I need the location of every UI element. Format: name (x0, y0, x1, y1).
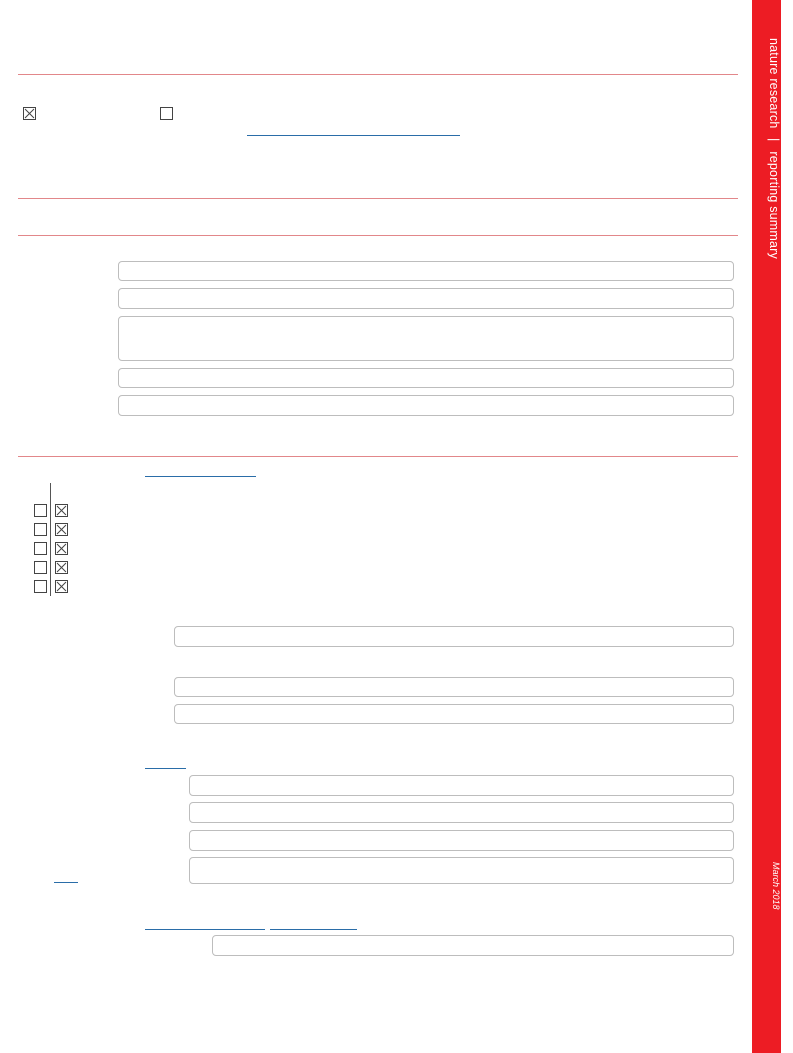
matrix-checkbox-right-1[interactable] (55, 504, 68, 517)
matrix-checkbox-left-1[interactable] (34, 504, 47, 517)
check-x-icon (56, 543, 67, 554)
top-link[interactable] (247, 135, 460, 136)
section-rule-3 (18, 235, 738, 236)
check-x-icon (56, 505, 67, 516)
matrix-checkbox-right-3[interactable] (55, 542, 68, 555)
matrix-checkbox-left-5[interactable] (34, 580, 47, 593)
top-checkbox-2[interactable] (160, 107, 173, 120)
text-field-1[interactable] (118, 261, 734, 281)
check-x-icon (56, 562, 67, 573)
top-checkbox-1[interactable] (23, 107, 36, 120)
section-link-2[interactable] (145, 768, 186, 769)
matrix-checkbox-left-3[interactable] (34, 542, 47, 555)
matrix-checkbox-right-2[interactable] (55, 523, 68, 536)
side-bar: nature research | reporting summary Marc… (752, 0, 781, 1053)
matrix-checkbox-right-4[interactable] (55, 561, 68, 574)
text-field-11[interactable] (189, 830, 734, 851)
text-field-9[interactable] (189, 775, 734, 796)
section-link-1[interactable] (145, 476, 256, 477)
check-x-icon (56, 581, 67, 592)
brand-label: nature research | reporting summary (752, 0, 781, 300)
text-area-12[interactable] (189, 857, 734, 884)
matrix-checkbox-right-5[interactable] (55, 580, 68, 593)
text-field-13[interactable] (212, 935, 734, 956)
text-field-6[interactable] (174, 626, 734, 647)
brand-main: nature research (767, 38, 781, 129)
text-field-7[interactable] (174, 677, 734, 697)
matrix-divider (50, 483, 51, 596)
section-link-3[interactable] (145, 929, 265, 930)
section-rule-4 (18, 456, 738, 457)
section-rule-1 (18, 74, 738, 75)
side-link[interactable] (54, 882, 78, 883)
check-x-icon (56, 524, 67, 535)
text-field-5[interactable] (118, 395, 734, 416)
date-label: March 2018 (771, 862, 781, 910)
brand-divider: | (767, 138, 781, 142)
text-field-10[interactable] (189, 802, 734, 823)
check-x-icon (24, 108, 35, 119)
text-field-2[interactable] (118, 288, 734, 309)
brand-sub: reporting summary (767, 151, 781, 259)
section-link-4[interactable] (270, 929, 357, 930)
text-field-8[interactable] (174, 704, 734, 724)
matrix-checkbox-left-2[interactable] (34, 523, 47, 536)
section-rule-2 (18, 198, 738, 199)
text-area-3[interactable] (118, 316, 734, 361)
text-field-4[interactable] (118, 368, 734, 388)
matrix-checkbox-left-4[interactable] (34, 561, 47, 574)
